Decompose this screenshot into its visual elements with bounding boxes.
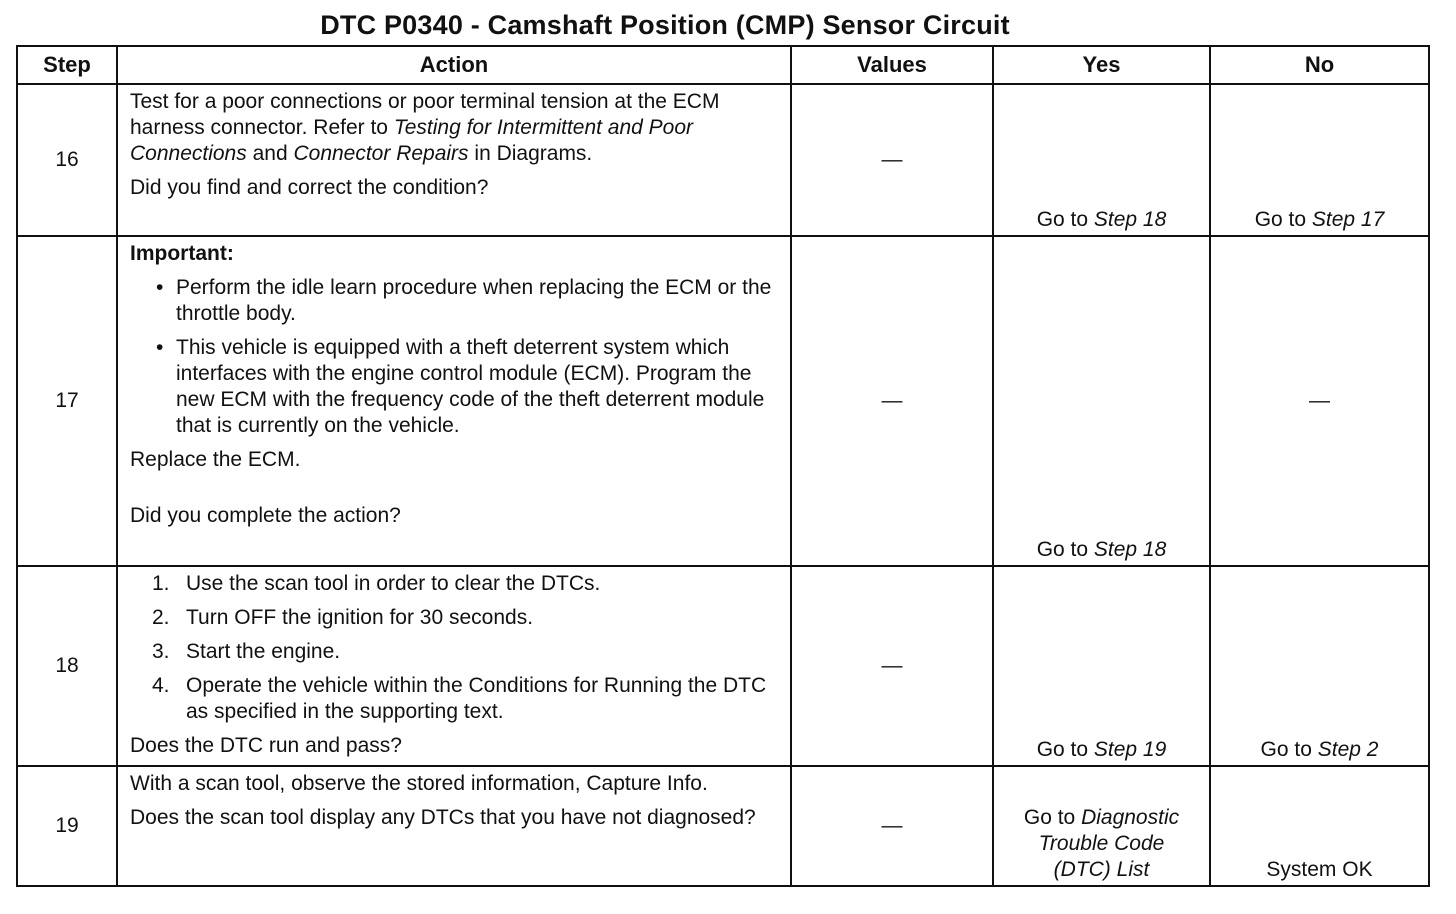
numbered-list: 1.Use the scan tool in order to clear th… [130, 571, 778, 725]
list-item: 4.Operate the vehicle within the Conditi… [152, 674, 767, 723]
no-cell: Go to Step 2 [1209, 565, 1430, 767]
diagnostic-table: Step Action Values Yes No 16 Test for a … [16, 45, 1430, 887]
header-step: Step [16, 45, 118, 85]
action-cell: Important: •Perform the idle learn proce… [116, 235, 792, 567]
bullet-icon: • [156, 336, 164, 359]
action-cell: With a scan tool, observe the stored inf… [116, 765, 792, 887]
action-cell: 1.Use the scan tool in order to clear th… [116, 565, 792, 767]
step-link: Step 18 [1093, 208, 1167, 231]
yes-cell: Go to Step 19 [992, 565, 1211, 767]
list-item: •This vehicle is equipped with a theft d… [156, 336, 765, 437]
table-row: 16 Test for a poor connections or poor t… [16, 83, 1430, 237]
header-values: Values [790, 45, 994, 85]
action-text: With a scan tool, observe the stored inf… [130, 772, 708, 795]
bullet-list: •Perform the idle learn procedure when r… [130, 275, 778, 439]
header-no: No [1209, 45, 1430, 85]
list-item: •Perform the idle learn procedure when r… [156, 276, 772, 325]
no-cell: System OK [1209, 765, 1430, 887]
action-cell: Test for a poor connections or poor term… [116, 83, 792, 237]
table-row: 18 1.Use the scan tool in order to clear… [16, 565, 1430, 767]
step-number: 18 [16, 565, 118, 767]
step-link: Step 18 [1093, 538, 1167, 561]
action-instruction: Replace the ECM. [130, 448, 301, 471]
values-cell: — [790, 83, 994, 237]
action-question: Does the scan tool display any DTCs that… [130, 806, 756, 829]
header-yes: Yes [992, 45, 1211, 85]
list-item: 2.Turn OFF the ignition for 30 seconds. [152, 606, 534, 629]
important-label: Important: [130, 242, 234, 265]
action-question: Did you find and correct the condition? [130, 176, 489, 199]
values-cell: — [790, 765, 994, 887]
step-number: 16 [16, 83, 118, 237]
action-question: Does the DTC run and pass? [130, 734, 402, 757]
step-link: Step 17 [1311, 208, 1385, 231]
table-header-row: Step Action Values Yes No [16, 45, 1430, 85]
table-row: 19 With a scan tool, observe the stored … [16, 765, 1430, 887]
action-text: Test for a poor connections or poor term… [130, 90, 720, 165]
values-cell: — [790, 235, 994, 567]
action-question: Did you complete the action? [130, 504, 401, 527]
yes-cell: Go to Step 18 [992, 83, 1211, 237]
list-item: 3.Start the engine. [152, 640, 341, 663]
step-link: Step 2 [1317, 738, 1379, 761]
step-link: Diagnostic Trouble Code (DTC) List [1038, 806, 1180, 881]
header-action: Action [116, 45, 792, 85]
no-cell: — [1209, 235, 1430, 567]
step-number: 19 [16, 765, 118, 887]
list-item: 1.Use the scan tool in order to clear th… [152, 572, 601, 595]
table-row: 17 Important: •Perform the idle learn pr… [16, 235, 1430, 567]
yes-cell: Go to Step 18 [992, 235, 1211, 567]
step-number: 17 [16, 235, 118, 567]
bullet-icon: • [156, 276, 164, 299]
no-cell: Go to Step 17 [1209, 83, 1430, 237]
page-title: DTC P0340 - Camshaft Position (CMP) Sens… [320, 10, 1010, 40]
yes-cell: Go to Diagnostic Trouble Code (DTC) List [992, 765, 1211, 887]
values-cell: — [790, 565, 994, 767]
step-link: Step 19 [1093, 738, 1167, 761]
